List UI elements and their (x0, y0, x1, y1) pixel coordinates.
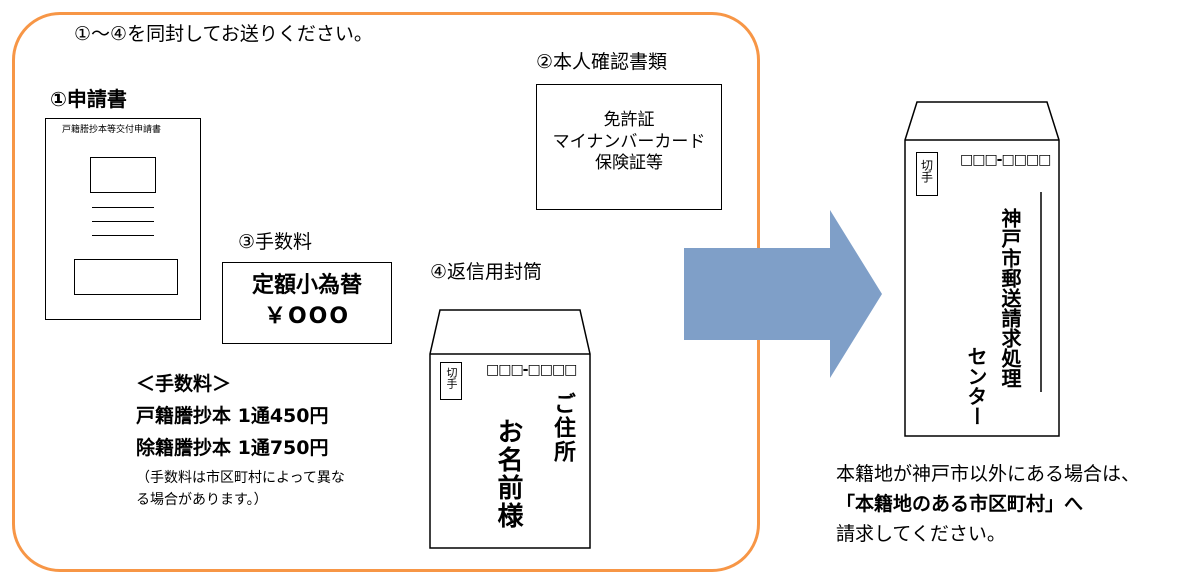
note-line-1: 本籍地が神戸市以外にある場合は、 (836, 463, 1141, 485)
id-docs-box: 免許証 マイナンバーカード 保険証等 (536, 84, 722, 210)
fee-info-note-1: （手数料は市区町村によって異な (136, 470, 345, 486)
return-stamp-box: 切手 (440, 362, 462, 400)
send-stamp-label: 切手 (919, 159, 934, 183)
send-recipient-line-1: 神戸市郵送請求処理 (998, 208, 1022, 388)
return-address-label: ご住所 (550, 392, 575, 464)
form-line-2 (92, 221, 154, 222)
fee-info-line-2: 除籍謄抄本 1通750円 (136, 437, 329, 459)
postal-order-label: 定額小為替 (251, 273, 362, 298)
send-recipient-line-2: センター (964, 346, 988, 426)
form-field-box (90, 157, 156, 193)
form-line-1 (92, 207, 154, 208)
postal-order-amount: ￥OOO (263, 304, 351, 330)
fee-heading: ③手数料 (238, 231, 313, 253)
fee-info-line-1: 戸籍謄抄本 1通450円 (136, 405, 329, 427)
return-envelope-heading: ④返信用封筒 (430, 261, 543, 283)
return-stamp-label: 切手 (445, 367, 458, 389)
id-doc-license: 免許証 (603, 110, 655, 130)
postal-order-box: 定額小為替 ￥OOO (222, 262, 392, 344)
note-line-2: 「本籍地のある市区町村」へ (836, 493, 1084, 515)
form-line-3 (92, 235, 154, 236)
return-name-label: お名前様 (493, 418, 523, 530)
application-form-title: 戸籍謄抄本等交付申請書 (62, 125, 162, 135)
send-stamp-box: 切手 (916, 152, 938, 196)
id-doc-insurance: 保険証等 (595, 153, 663, 174)
application-form: 戸籍謄抄本等交付申請書 (45, 118, 201, 320)
id-doc-mynumber: マイナンバーカード (552, 131, 706, 152)
instruction-text: ①～④を同封してお送りください。 (74, 23, 373, 45)
send-envelope (904, 101, 1060, 437)
id-docs-heading: ②本人確認書類 (536, 51, 668, 73)
form-signature-box (74, 259, 178, 295)
fee-info-heading: ＜手数料＞ (136, 373, 232, 395)
fee-info-note-2: る場合があります。） (136, 492, 268, 508)
send-postal-code: □□□-□□□□ (960, 152, 1051, 168)
return-postal-code: □□□-□□□□ (486, 362, 577, 378)
application-heading: ①申請書 (50, 87, 127, 111)
send-arrow (684, 210, 882, 378)
note-line-3: 請求してください。 (836, 523, 1006, 545)
return-envelope (429, 309, 591, 549)
